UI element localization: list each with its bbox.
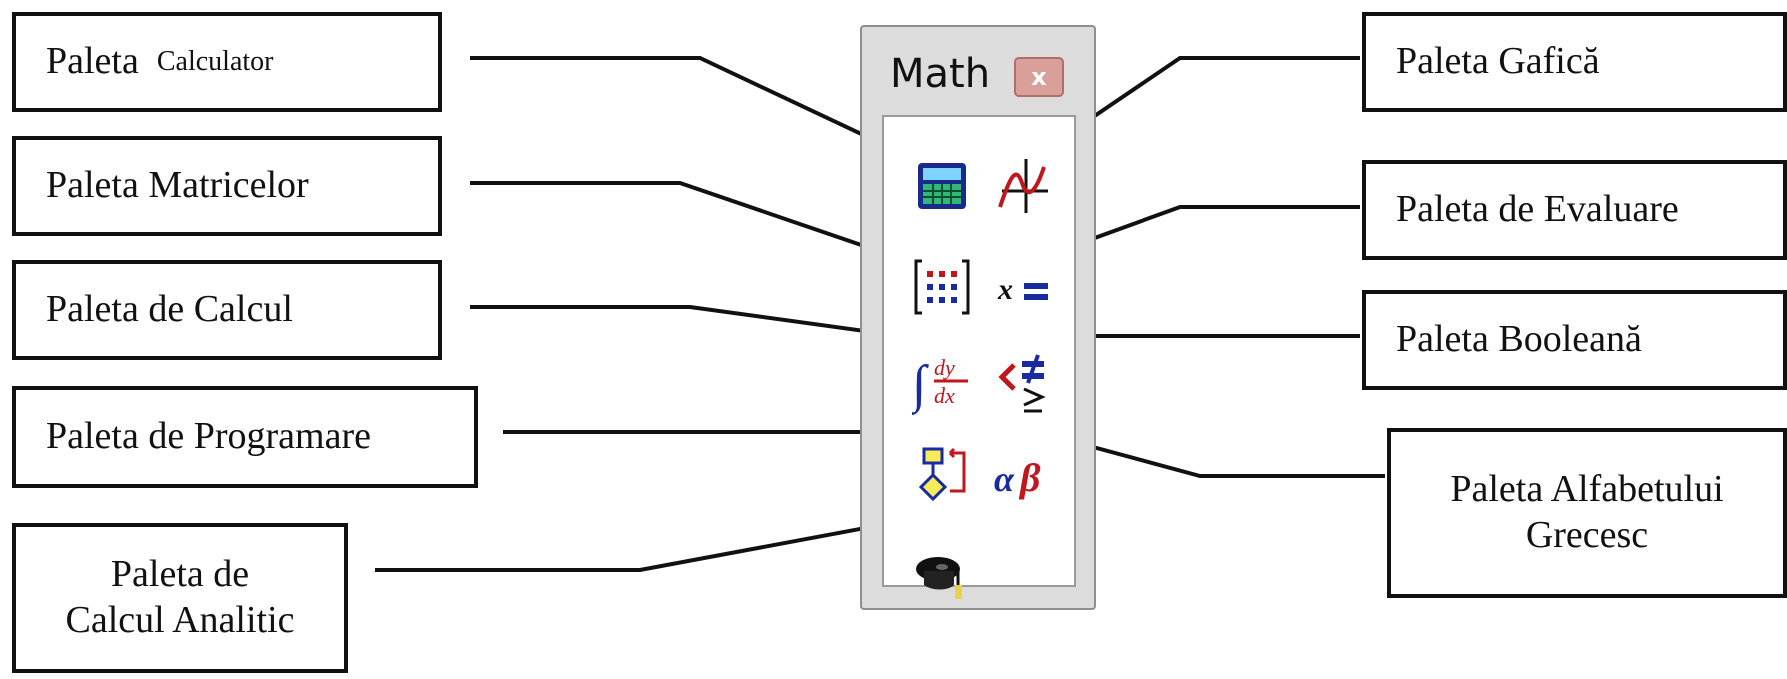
arrow-matricelor xyxy=(470,181,941,274)
label-calcul-analitic-line2: Calcul Analitic xyxy=(65,599,295,641)
label-paleta-de-evaluare: Paleta de Evaluare xyxy=(1362,160,1787,260)
label-paleta-matricelor: Paleta Matricelor xyxy=(12,136,442,236)
label-alfabet-line2: Grecesc xyxy=(1525,514,1649,556)
svg-text:x: x xyxy=(997,273,1013,306)
label-paleta-alfabetului-grecesc: Paleta Alfabetului Grecesc xyxy=(1387,428,1787,598)
label-paleta-booleana: Paleta Booleană xyxy=(1362,290,1787,390)
calculator-icon[interactable] xyxy=(914,159,970,215)
svg-text:∫: ∫ xyxy=(912,356,929,415)
svg-text:β: β xyxy=(1018,455,1041,500)
matrix-icon[interactable] xyxy=(912,257,970,315)
label-paleta-grafica: Paleta Gafică xyxy=(1362,12,1787,112)
arrow-calcul xyxy=(470,305,931,344)
graph-icon[interactable] xyxy=(996,157,1052,213)
boolean-icon[interactable] xyxy=(996,351,1052,413)
label-paleta-de-programare: Paleta de Programare xyxy=(12,386,478,488)
toolbar-title: Math xyxy=(890,51,991,97)
label-paleta-calculator: Paleta Calculator xyxy=(12,12,442,112)
label-alfabet-line1: Paleta Alfabetului xyxy=(1450,468,1724,511)
programming-icon[interactable] xyxy=(914,447,970,503)
calculus-icon[interactable]: ∫ dy dx xyxy=(912,347,968,415)
svg-text:dx: dx xyxy=(934,383,955,408)
label-calcul-analitic-line1: Paleta de xyxy=(110,553,250,596)
label-paleta-de-calcul-analitic: Paleta de Calcul Analitic xyxy=(12,523,348,673)
label-paleta-de-calcul: Paleta de Calcul xyxy=(12,260,442,360)
symbolic-icon[interactable] xyxy=(912,545,968,601)
close-icon: x xyxy=(1031,63,1047,91)
close-button[interactable]: x xyxy=(1014,57,1064,97)
greek-icon[interactable]: α β xyxy=(994,451,1050,507)
evaluation-icon[interactable]: x xyxy=(996,259,1052,315)
svg-text:dy: dy xyxy=(934,355,955,380)
math-toolbar: Math x xyxy=(860,25,1096,610)
label-calculator-suffix: Calculator xyxy=(156,46,274,78)
label-calculator-prefix: Paleta xyxy=(46,40,139,83)
svg-text:α: α xyxy=(994,459,1015,499)
arrow-calcul-analitic xyxy=(375,511,936,572)
toolbar-icon-panel: x ∫ dy dx xyxy=(882,115,1076,599)
